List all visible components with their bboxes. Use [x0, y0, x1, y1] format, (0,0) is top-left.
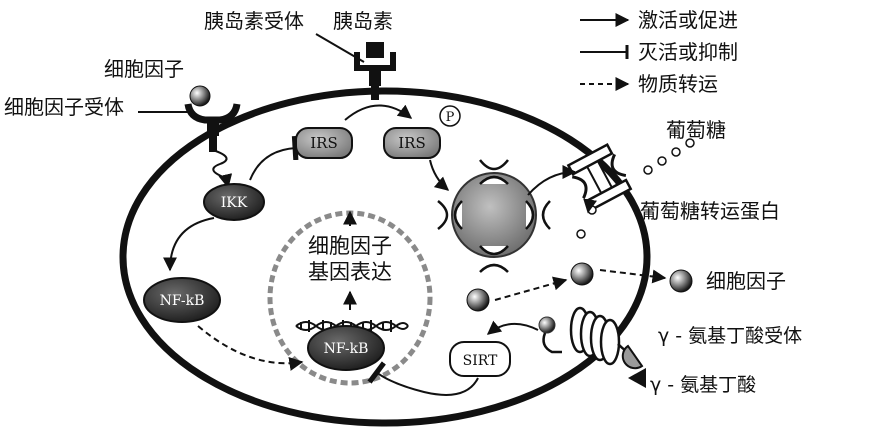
cytokine-ball-top — [189, 85, 211, 107]
gene-expression-line1: 细胞因子 — [308, 234, 392, 258]
insulin-receptor-label: 胰岛素受体 — [204, 9, 304, 33]
arrow-irs-to-irs — [344, 104, 413, 121]
legend-transport-label: 物质转运 — [638, 72, 718, 96]
dashed-cytokine-out-1 — [494, 276, 568, 301]
cytokine-top-label: 细胞因子 — [104, 57, 184, 81]
insulin-label: 胰岛素 — [333, 9, 393, 33]
glucose-dot — [671, 147, 681, 157]
glucose-dot — [685, 138, 695, 148]
cytokine-ball-inside — [466, 288, 490, 312]
node-nfkb-cyto: NF-kB — [143, 277, 221, 323]
gaba-triangle — [628, 368, 646, 388]
sirt-label: SIRT — [463, 353, 498, 369]
node-irs-left: IRS — [295, 127, 353, 159]
glucose-transporter-shape — [566, 143, 633, 212]
node-ikk: IKK — [203, 183, 265, 221]
glucose-dot-inside — [576, 229, 586, 239]
insulin-ligand — [366, 42, 384, 58]
arrow-gaba-to-sirt — [486, 320, 539, 335]
arrow-receptor-to-ikk — [212, 149, 233, 189]
irs-right-label: IRS — [398, 134, 426, 152]
irs-left-label: IRS — [310, 134, 338, 152]
gaba-receptor-label: γ - 氨基丁酸受体 — [658, 325, 802, 347]
legend-activate-label: 激活或促进 — [638, 8, 738, 32]
cytokine-right-label: 细胞因子 — [706, 269, 786, 293]
node-sirt: SIRT — [449, 341, 511, 377]
cytokine-ball-membrane — [570, 262, 594, 286]
inhibit-ikk-to-irs — [249, 135, 299, 181]
nfkb-cyto-label: NF-kB — [160, 293, 205, 309]
node-nfkb-nucleus: NF-kB — [307, 325, 385, 371]
gene-expression-line2: 基因表达 — [308, 260, 392, 284]
glucose-dot — [643, 165, 653, 175]
dashed-nfkb-to-nucleus — [197, 325, 304, 371]
phospho-label: P — [446, 110, 455, 125]
cytokine-receptor-label: 细胞因子受体 — [4, 95, 124, 119]
insulin-receptor-pointer — [315, 33, 365, 63]
dashed-cytokine-out-2 — [599, 269, 667, 284]
gaba-receptor-shape — [538, 306, 644, 370]
insulin-receptor-shape — [354, 52, 396, 100]
dashed-glucose-in — [583, 198, 597, 214]
glucose-transporter-label: 葡萄糖转运蛋白 — [640, 199, 780, 223]
glucose-label: 葡萄糖 — [666, 118, 726, 142]
legend: 激活或促进 灭活或抑制 物质转运 — [580, 8, 738, 96]
cytokine-ball-outside — [669, 269, 693, 293]
arrow-vesicle-to-transporter — [527, 165, 577, 196]
glucose-dot — [657, 156, 667, 166]
node-irs-right: IRS — [383, 127, 441, 159]
phospho-badge: P — [439, 105, 461, 127]
arrow-irs-to-vesicle — [429, 159, 450, 191]
cell-membrane — [119, 87, 651, 427]
ikk-label: IKK — [221, 195, 248, 211]
arrow-ikk-to-nfkb — [163, 217, 215, 272]
glut-vesicle — [437, 159, 551, 273]
gaba-label: γ - 氨基丁酸 — [650, 374, 756, 396]
inhibit-sirt-to-nfkb — [367, 361, 479, 396]
nfkb-nucleus-label: NF-kB — [324, 341, 369, 357]
legend-inhibit-label: 灭活或抑制 — [638, 40, 738, 64]
